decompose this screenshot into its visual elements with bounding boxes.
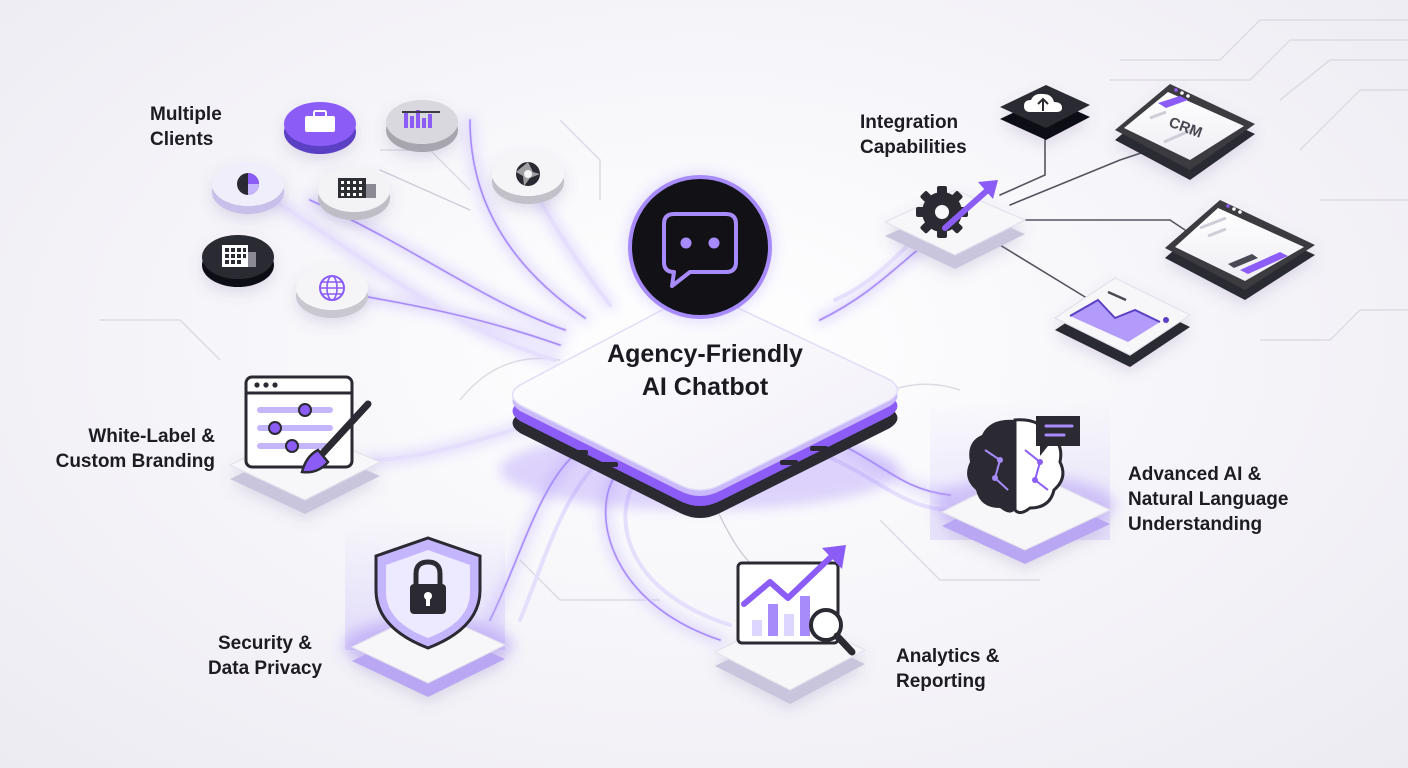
hub-title: Agency-Friendly AI Chatbot — [560, 338, 850, 404]
dashboard-card[interactable] — [1165, 200, 1315, 300]
chat-bubble-icon[interactable] — [624, 171, 776, 323]
label-analytics: Analytics & Reporting — [896, 646, 1000, 692]
growth-chart-icon[interactable] — [736, 545, 856, 656]
aperture-icon[interactable] — [492, 152, 564, 204]
label-integration: Integration Capabilities — [860, 112, 967, 158]
brain-icon[interactable] — [967, 416, 1080, 515]
shield-lock-icon[interactable] — [374, 536, 482, 650]
cloud-upload-icon[interactable] — [1000, 85, 1090, 140]
grid-building-icon[interactable] — [202, 235, 274, 287]
chart-bars-icon[interactable] — [386, 100, 458, 152]
briefcase-icon[interactable] — [284, 102, 356, 154]
gear-arrow-icon[interactable] — [916, 180, 998, 238]
globe-icon[interactable] — [296, 266, 368, 318]
label-advanced-ai: Advanced AI & Natural Language Understan… — [1128, 464, 1289, 535]
label-security: Security & Data Privacy — [207, 633, 323, 679]
hub-title-line-1: Agency-Friendly — [607, 340, 803, 368]
graph-card[interactable] — [1053, 277, 1192, 367]
hub-title-line-2: AI Chatbot — [641, 373, 769, 401]
crm-card[interactable]: CRM — [1115, 84, 1255, 180]
building-icon[interactable] — [318, 168, 390, 220]
central-hub[interactable] — [500, 289, 900, 518]
paint-brush-icon[interactable] — [244, 375, 372, 474]
client-icon-cluster — [202, 100, 564, 318]
background-circuit-lines — [100, 19, 1408, 601]
label-multiple-clients: Multiple Clients — [150, 104, 222, 150]
pie-chart-icon[interactable] — [212, 162, 284, 214]
label-white-label: White-Label & Custom Branding — [55, 426, 215, 472]
